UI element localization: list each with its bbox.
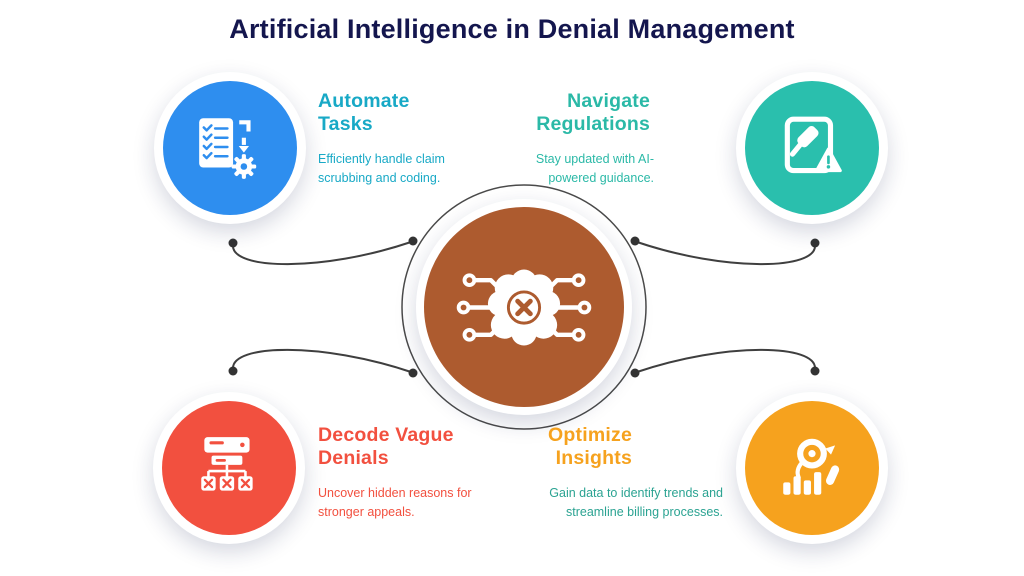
node-circle-fill	[162, 401, 296, 535]
node-description: Efficiently handle claim scrubbing and c…	[318, 151, 445, 185]
node-circle-optimize-insights	[736, 392, 888, 544]
node-description: Gain data to identify trends and streaml…	[549, 485, 723, 519]
node-title: Automate Tasks	[318, 90, 410, 136]
label-navigate-regulations: Navigate Regulations Stay updated with A…	[518, 90, 718, 187]
connector-bottom-left	[231, 348, 412, 373]
connector-dot	[408, 236, 418, 246]
law-gavel-warning-icon	[784, 116, 842, 174]
node-circle-navigate-regulations	[736, 72, 888, 224]
clipboard-checklist-gear-icon	[199, 118, 257, 179]
connector-dot	[630, 368, 640, 378]
connector-dot	[228, 238, 238, 248]
label-automate-tasks: Automate Tasks Efficiently handle claim …	[318, 90, 518, 187]
node-circle-fill	[163, 81, 297, 215]
ai-brain-circuit-icon	[456, 268, 592, 346]
node-circle-fill	[745, 401, 879, 535]
node-title: Decode Vague Denials	[318, 424, 454, 470]
connector-top-left	[231, 241, 412, 266]
connector-dot	[408, 368, 418, 378]
connector-dot	[810, 366, 820, 376]
label-decode-vague-denials: Decode Vague Denials Uncover hidden reas…	[318, 424, 530, 521]
chart-target-magnifier-icon	[783, 438, 840, 495]
connector-bottom-right	[636, 348, 817, 373]
connector-top-right	[636, 241, 817, 266]
node-circle-automate-tasks	[154, 72, 306, 224]
connector-dot	[810, 238, 820, 248]
center-circle-fill	[424, 207, 624, 407]
node-circle-fill	[745, 81, 879, 215]
label-optimize-insights: Optimize Insights Gain data to identify …	[517, 424, 729, 521]
node-title: Optimize Insights	[548, 424, 632, 470]
center-circle	[416, 199, 632, 415]
center-orbit-ring	[401, 184, 647, 430]
connector-dot	[630, 236, 640, 246]
page-title: Artificial Intelligence in Denial Manage…	[229, 14, 795, 44]
node-circle-decode-vague-denials	[153, 392, 305, 544]
node-title: Navigate Regulations	[536, 90, 650, 136]
node-description: Stay updated with AI-powered guidance.	[535, 151, 654, 185]
denial-flowchart-icon	[201, 437, 253, 491]
connector-dot	[228, 366, 238, 376]
node-description: Uncover hidden reasons for stronger appe…	[318, 485, 472, 519]
